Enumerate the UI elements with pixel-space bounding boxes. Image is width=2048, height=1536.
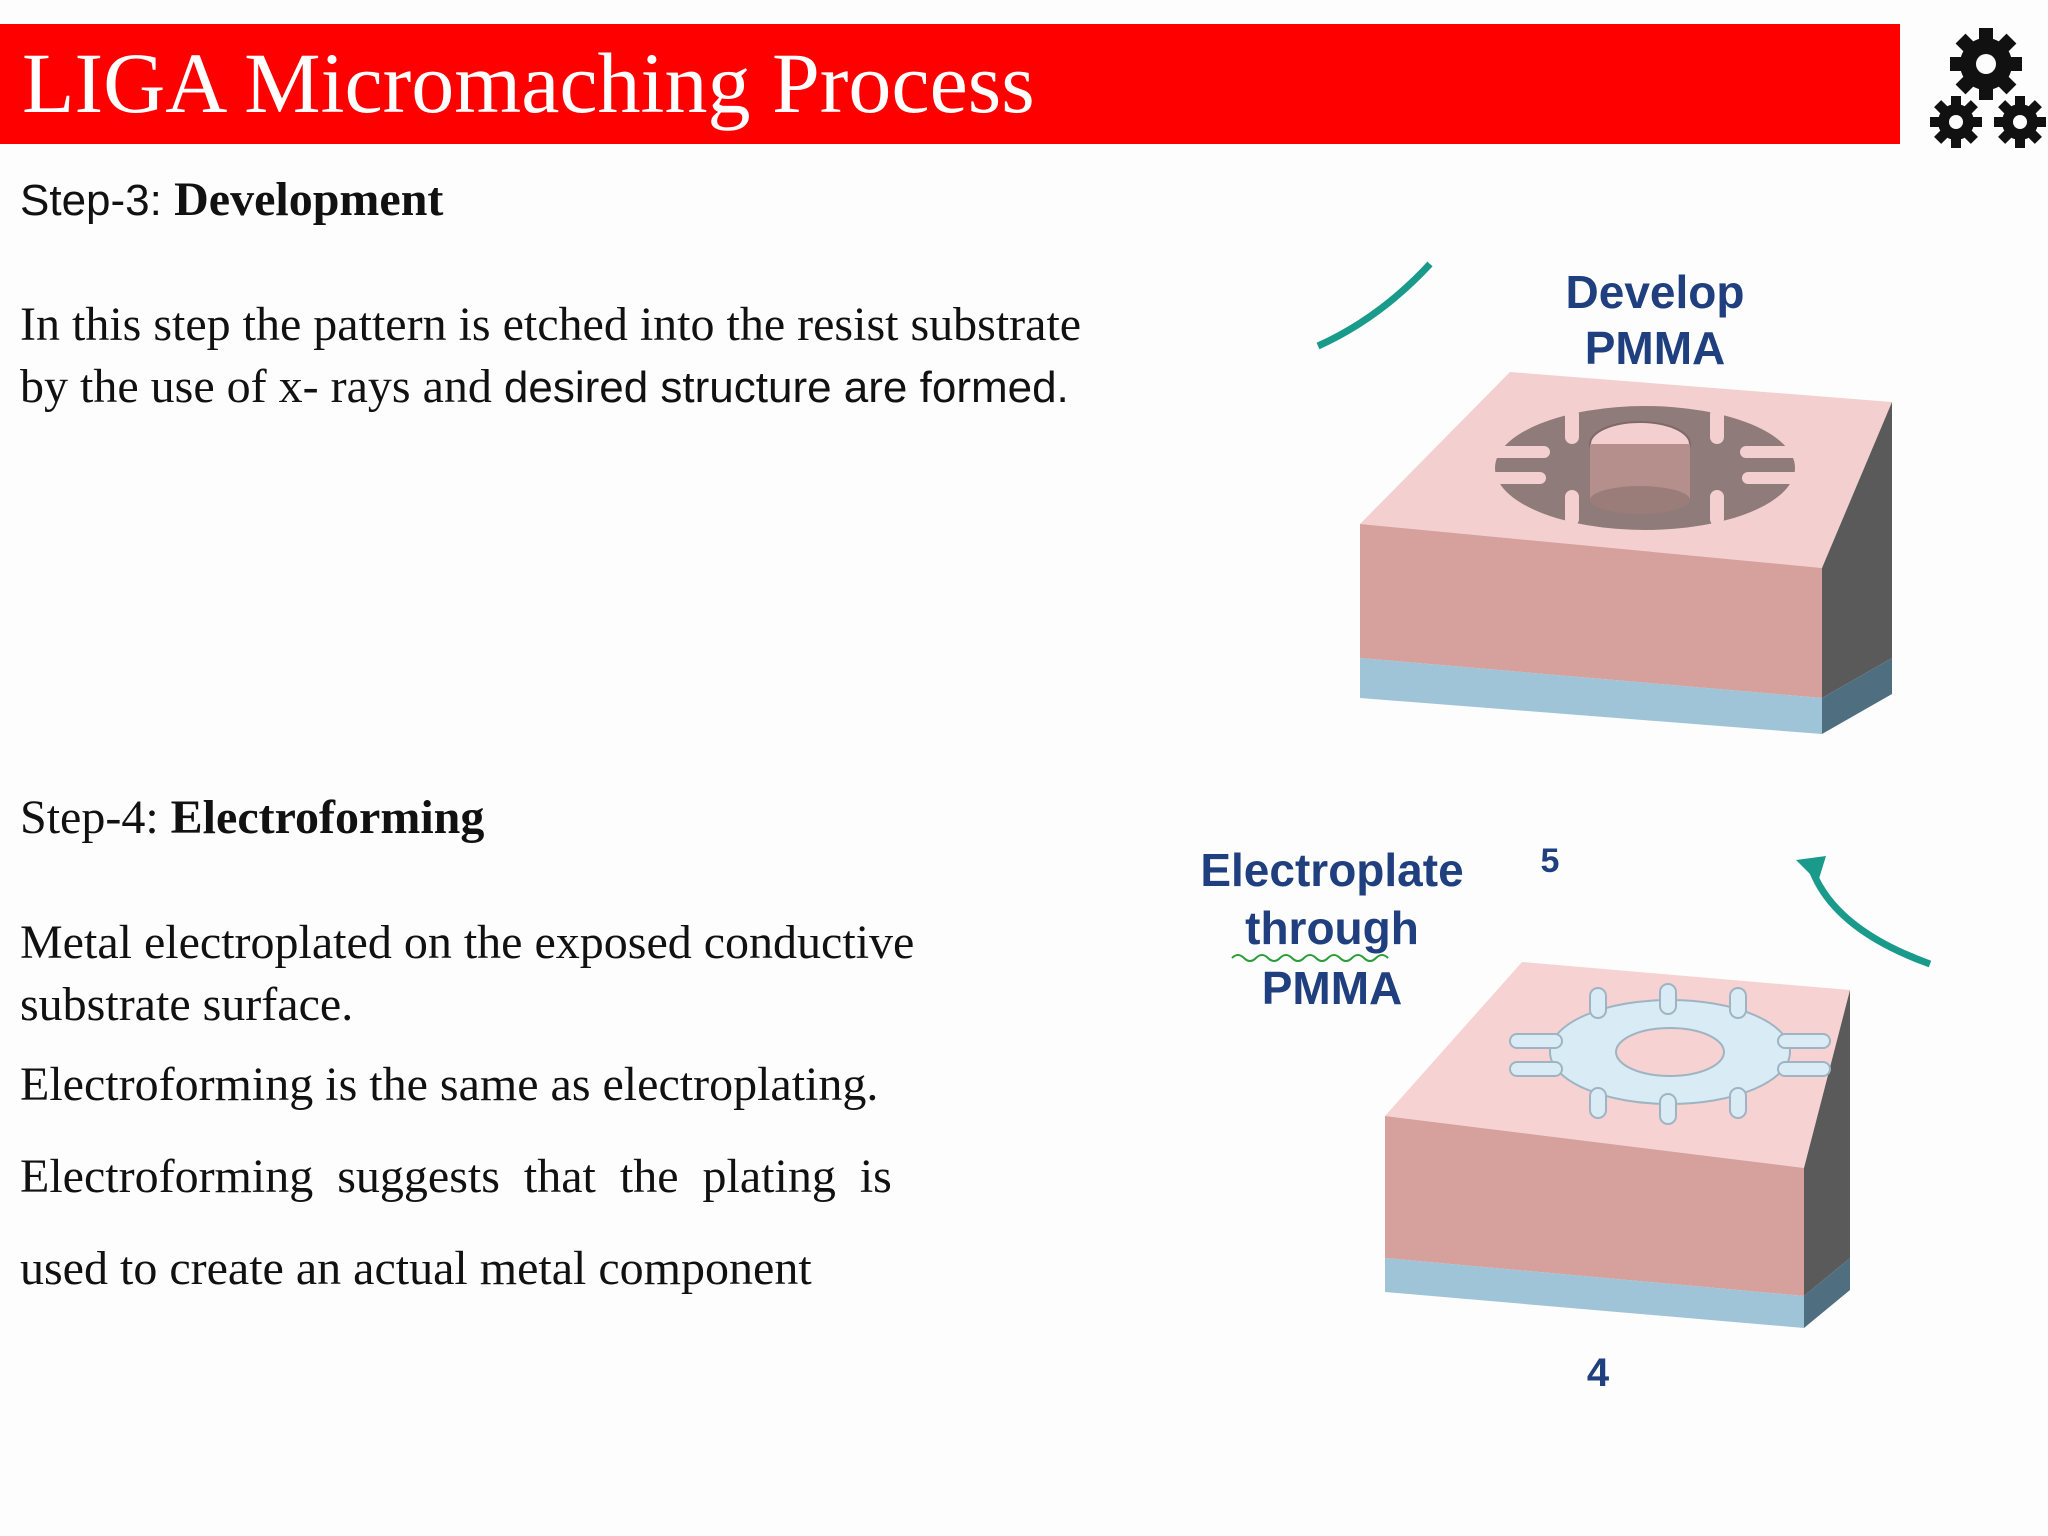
step4-prefix: Step-4: [20, 791, 171, 844]
process-arc [1316, 261, 1433, 350]
step4-line5: used to create an actual metal component [20, 1242, 812, 1295]
electroplate-figure: Electroplate through PMMA 5 4 [1200, 842, 1932, 1395]
process-arc [1806, 862, 1932, 968]
plated-gear [1509, 983, 1831, 1125]
substrate-layer [1385, 1258, 1804, 1328]
gears-icon [1930, 28, 2046, 148]
develop-label-line1: Develop [1566, 266, 1745, 318]
step4-line3: Electroforming is the same as electropla… [20, 1058, 879, 1111]
substrate-side [1804, 1258, 1850, 1328]
develop-label-line2: PMMA [1585, 322, 1726, 374]
step3-description: In this step the pattern is etched into … [20, 294, 1081, 419]
resist-front-face [1360, 524, 1822, 698]
electroplate-label-line2: through [1245, 902, 1419, 954]
step4-line1: Metal electroplated on the exposed condu… [20, 916, 915, 969]
resist-side-face [1804, 990, 1850, 1296]
substrate-side [1822, 658, 1892, 734]
resist-front-face [1385, 1116, 1804, 1296]
step4-name: Electroforming [170, 791, 485, 844]
etched-gear [1486, 406, 1802, 530]
arc-arrowhead [1796, 856, 1826, 882]
step3-line2a: by the use of x- rays and [20, 360, 504, 413]
step3-prefix: Step-3: [20, 176, 175, 225]
step4-description-a: Metal electroplated on the exposed condu… [20, 912, 914, 1036]
step3-line2b: desired structure are formed. [503, 363, 1069, 412]
step4-line4: Electroforming suggests that the plating… [20, 1150, 892, 1203]
slide-title: LIGA Micromaching Process [22, 35, 1035, 131]
develop-pmma-figure: Develop PMMA [1316, 261, 1892, 734]
partial-step-number: 5 [1541, 842, 1560, 880]
spellcheck-underline [1231, 954, 1389, 962]
step4-line2: substrate surface. [20, 978, 354, 1031]
step-number: 4 [1587, 1351, 1610, 1395]
step4-heading: Step-4: Electroforming [20, 790, 484, 845]
step3-line1: In this step the pattern is etched into … [20, 298, 1082, 351]
step3-heading: Step-3: Development [20, 172, 443, 227]
step3-line2: by the use of x- rays and desired struct… [20, 356, 1081, 419]
substrate-layer [1360, 658, 1822, 734]
title-bar: LIGA Micromaching Process [0, 24, 1900, 144]
electroplate-label-line1: Electroplate [1200, 844, 1463, 896]
resist-side-face [1822, 402, 1892, 698]
step3-name: Development [174, 173, 444, 226]
electroplate-label-line3: PMMA [1262, 962, 1403, 1014]
